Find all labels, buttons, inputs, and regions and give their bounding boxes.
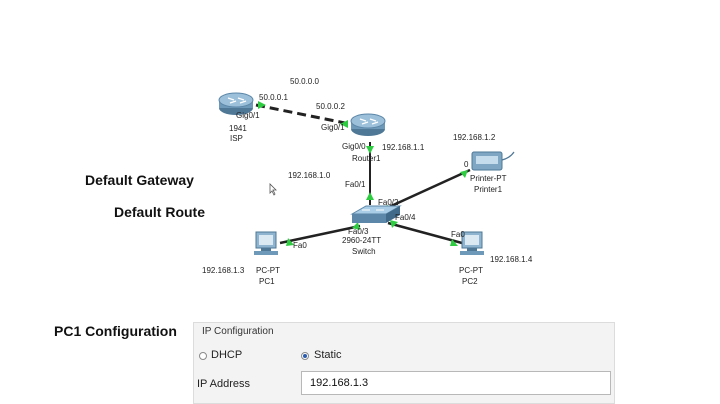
pc1-icon[interactable]: [254, 231, 278, 255]
led-switch-fa01: [366, 192, 374, 200]
printer-port-label: 0: [464, 160, 469, 169]
pc1-ip-label: 192.168.1.3: [202, 266, 245, 275]
isp-ip-label: 50.0.0.1: [259, 93, 288, 102]
pc1-type-label: PC-PT: [256, 266, 280, 275]
mouse-cursor-icon: [269, 183, 277, 196]
led-isp: [258, 101, 266, 109]
led-switch-fa03: [352, 222, 360, 230]
ip-configuration-panel: IP Configuration DHCP Static IP Address: [193, 322, 615, 404]
isp-router-icon[interactable]: [218, 92, 254, 115]
switch-fa04-label: Fa0/4: [395, 213, 416, 222]
ip-configuration-title: IP Configuration: [202, 326, 274, 337]
switch-fa02-label: Fa0/2: [378, 198, 399, 207]
led-pc2: [450, 239, 458, 246]
router-lan-ip-label: 192.168.1.1: [382, 143, 425, 152]
default-route-heading: Default Route: [114, 204, 205, 220]
lan-network-label: 192.168.1.0: [288, 171, 331, 180]
pc1-configuration-heading: PC1 Configuration: [54, 323, 177, 339]
pc1-name-label: PC1: [259, 277, 275, 286]
led-router-lan: [366, 146, 374, 154]
link-isp-router: [255, 103, 351, 126]
pc2-port-label: Fa0: [451, 230, 465, 239]
pc2-name-label: PC2: [462, 277, 478, 286]
isp-name-label: ISP: [230, 134, 243, 143]
dhcp-radio[interactable]: [199, 352, 207, 360]
default-gateway-heading: Default Gateway: [85, 172, 194, 188]
printer-ip-label: 192.168.1.2: [453, 133, 496, 142]
switch-model-label: 2960-24TT: [342, 236, 382, 245]
led-pc1: [286, 238, 294, 246]
router-wan-port-label: Gig0/1: [321, 123, 345, 132]
pc2-icon[interactable]: [460, 231, 484, 255]
switch-fa03-label: Fa0/3: [348, 227, 369, 236]
printer-type-label: Printer-PT: [470, 174, 507, 183]
dhcp-label[interactable]: DHCP: [211, 349, 243, 361]
printer-icon[interactable]: [471, 151, 515, 171]
printer-name-label: Printer1: [474, 185, 503, 194]
link-switch-pc1: [279, 224, 361, 245]
led-printer: [460, 170, 468, 178]
router-name-label: Router1: [352, 154, 381, 163]
switch-icon[interactable]: [350, 205, 402, 223]
link-switch-printer: [377, 168, 471, 214]
router-lan-port-label: Gig0/0: [342, 142, 366, 151]
switch-name-label: Switch: [352, 247, 376, 256]
led-router-wan: [340, 120, 348, 128]
static-label[interactable]: Static: [314, 349, 342, 361]
isp-model-label: 1941: [229, 124, 247, 133]
pc1-port-label: Fa0: [293, 241, 307, 250]
pc2-type-label: PC-PT: [459, 266, 483, 275]
link-switch-pc2: [387, 221, 463, 245]
ip-address-label: IP Address: [197, 378, 250, 390]
switch-fa01-label: Fa0/1: [345, 180, 366, 189]
pc2-ip-label: 192.168.1.4: [490, 255, 533, 264]
ip-address-input[interactable]: [301, 371, 611, 395]
isp-port-label: Gig0/1: [236, 111, 260, 120]
static-radio[interactable]: [301, 352, 309, 360]
router-wan-ip-label: 50.0.0.2: [316, 102, 345, 111]
led-switch-fa04: [390, 220, 398, 228]
isp-network-label: 50.0.0.0: [290, 77, 319, 86]
router1-icon[interactable]: [350, 113, 386, 136]
